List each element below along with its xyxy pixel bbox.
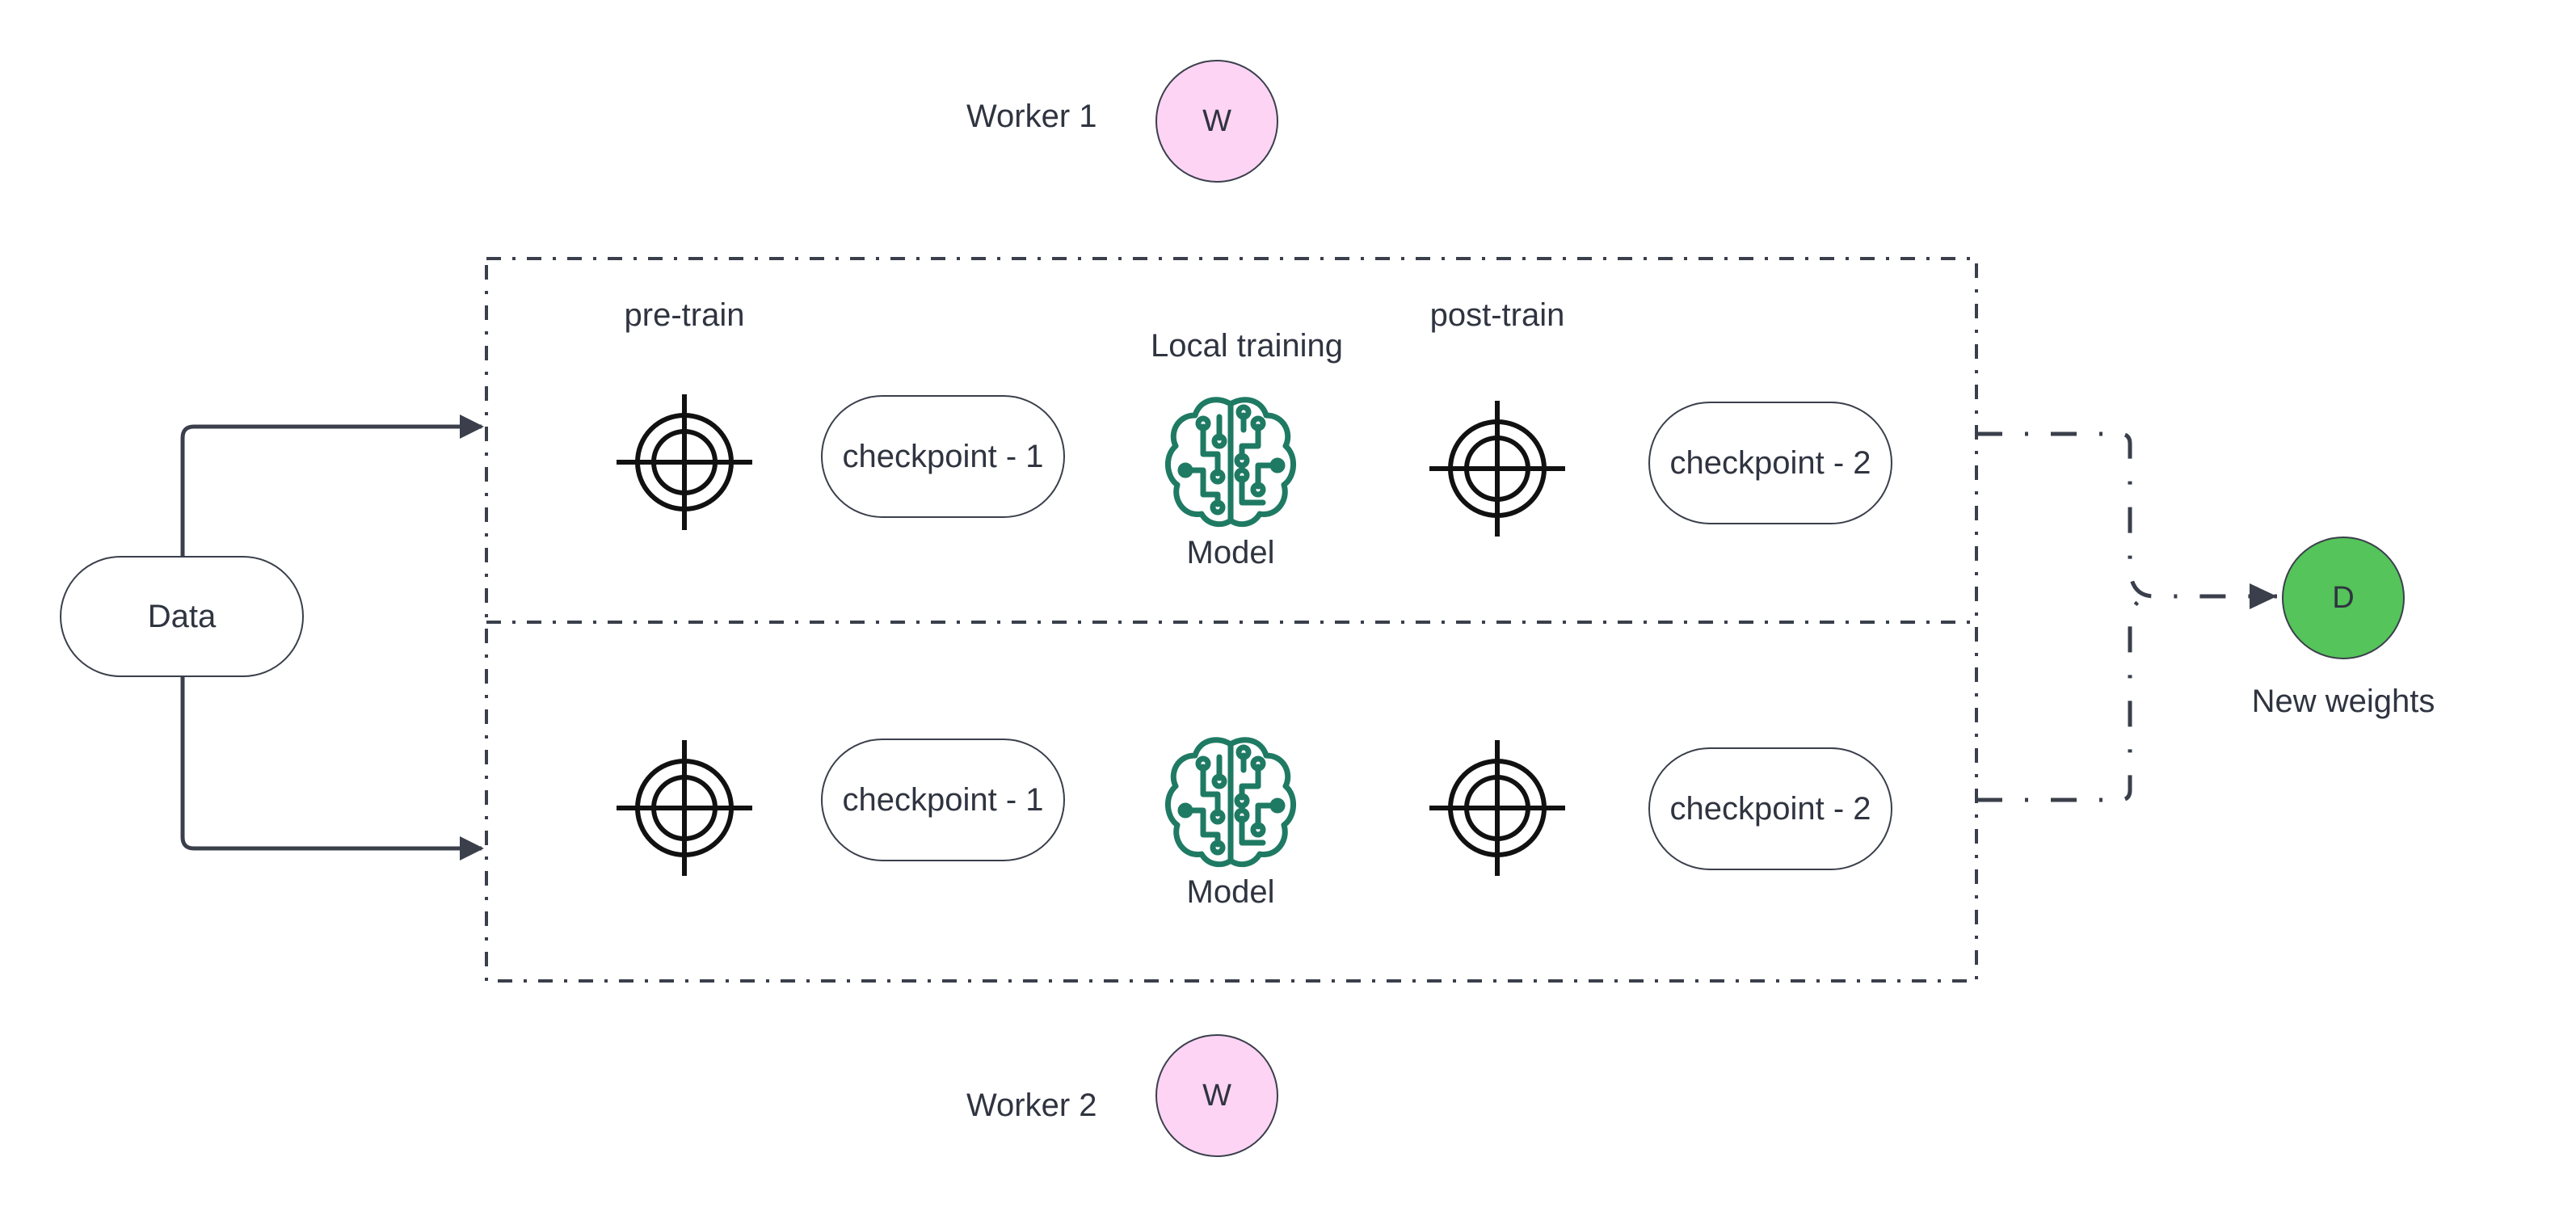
- brain-circuit-model-icon: [1168, 740, 1293, 865]
- lane-2-checkpoint-1[interactable]: checkpoint - 1: [821, 739, 1065, 861]
- crosshair-target-icon: [1429, 740, 1565, 876]
- worker-2-badge[interactable]: W: [1155, 1034, 1278, 1157]
- arrow-to-lane-2: [180, 677, 484, 861]
- pre-train-label: pre-train: [624, 297, 745, 333]
- merge-line-upper: [1976, 431, 2277, 599]
- lane-1-model-label: Model: [1186, 535, 1275, 570]
- arrow-to-lane-1: [180, 415, 484, 556]
- worker-1-label: Worker 1: [966, 99, 1097, 134]
- crosshair-target-icon: [617, 394, 752, 530]
- brain-circuit-model-icon: [1168, 400, 1293, 524]
- data-connectors: [180, 415, 484, 861]
- merge-connector: [1976, 431, 2277, 802]
- lane-1-checkpoint-2[interactable]: checkpoint - 2: [1648, 402, 1892, 524]
- output-label: New weights: [2251, 684, 2435, 719]
- worker-2-label: Worker 2: [966, 1088, 1097, 1123]
- arrow-to-output: [2250, 583, 2277, 609]
- crosshair-target-icon: [1429, 401, 1565, 537]
- crosshair-target-icon: [617, 740, 752, 876]
- output-node[interactable]: D: [2282, 537, 2405, 659]
- lane-2-model-label: Model: [1186, 874, 1275, 910]
- lane-1-checkpoint-1[interactable]: checkpoint - 1: [821, 395, 1065, 518]
- workers-frame: [485, 257, 1978, 983]
- post-train-label: post-train: [1429, 297, 1565, 333]
- local-training-label: Local training: [1151, 328, 1343, 364]
- data-node[interactable]: Data: [60, 556, 304, 677]
- merge-line-lower: [1976, 594, 2155, 802]
- worker-1-badge[interactable]: W: [1155, 60, 1278, 183]
- lane-2-checkpoint-2[interactable]: checkpoint - 2: [1648, 747, 1892, 870]
